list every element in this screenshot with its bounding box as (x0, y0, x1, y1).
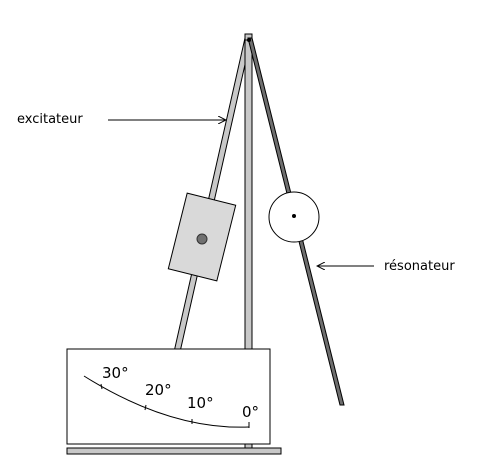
scale-label-0: 0° (242, 403, 259, 421)
resonator-disc-center (292, 214, 296, 218)
label-resonateur: résonateur (384, 259, 455, 274)
scale-label-30: 30° (102, 364, 129, 382)
exciter-mass-dot (196, 233, 208, 245)
scale-tick-30 (100, 383, 103, 390)
angle-scale-box (66, 348, 271, 445)
exciter-rod (173, 37, 252, 353)
scale-tick-20 (144, 404, 147, 411)
scale-label-10: 10° (187, 394, 214, 412)
label-excitateur: excitateur (17, 112, 83, 127)
scale-label-20: 20° (145, 381, 172, 399)
scale-arc (83, 375, 250, 428)
pivot-point (247, 38, 251, 42)
base-plate (66, 447, 282, 455)
